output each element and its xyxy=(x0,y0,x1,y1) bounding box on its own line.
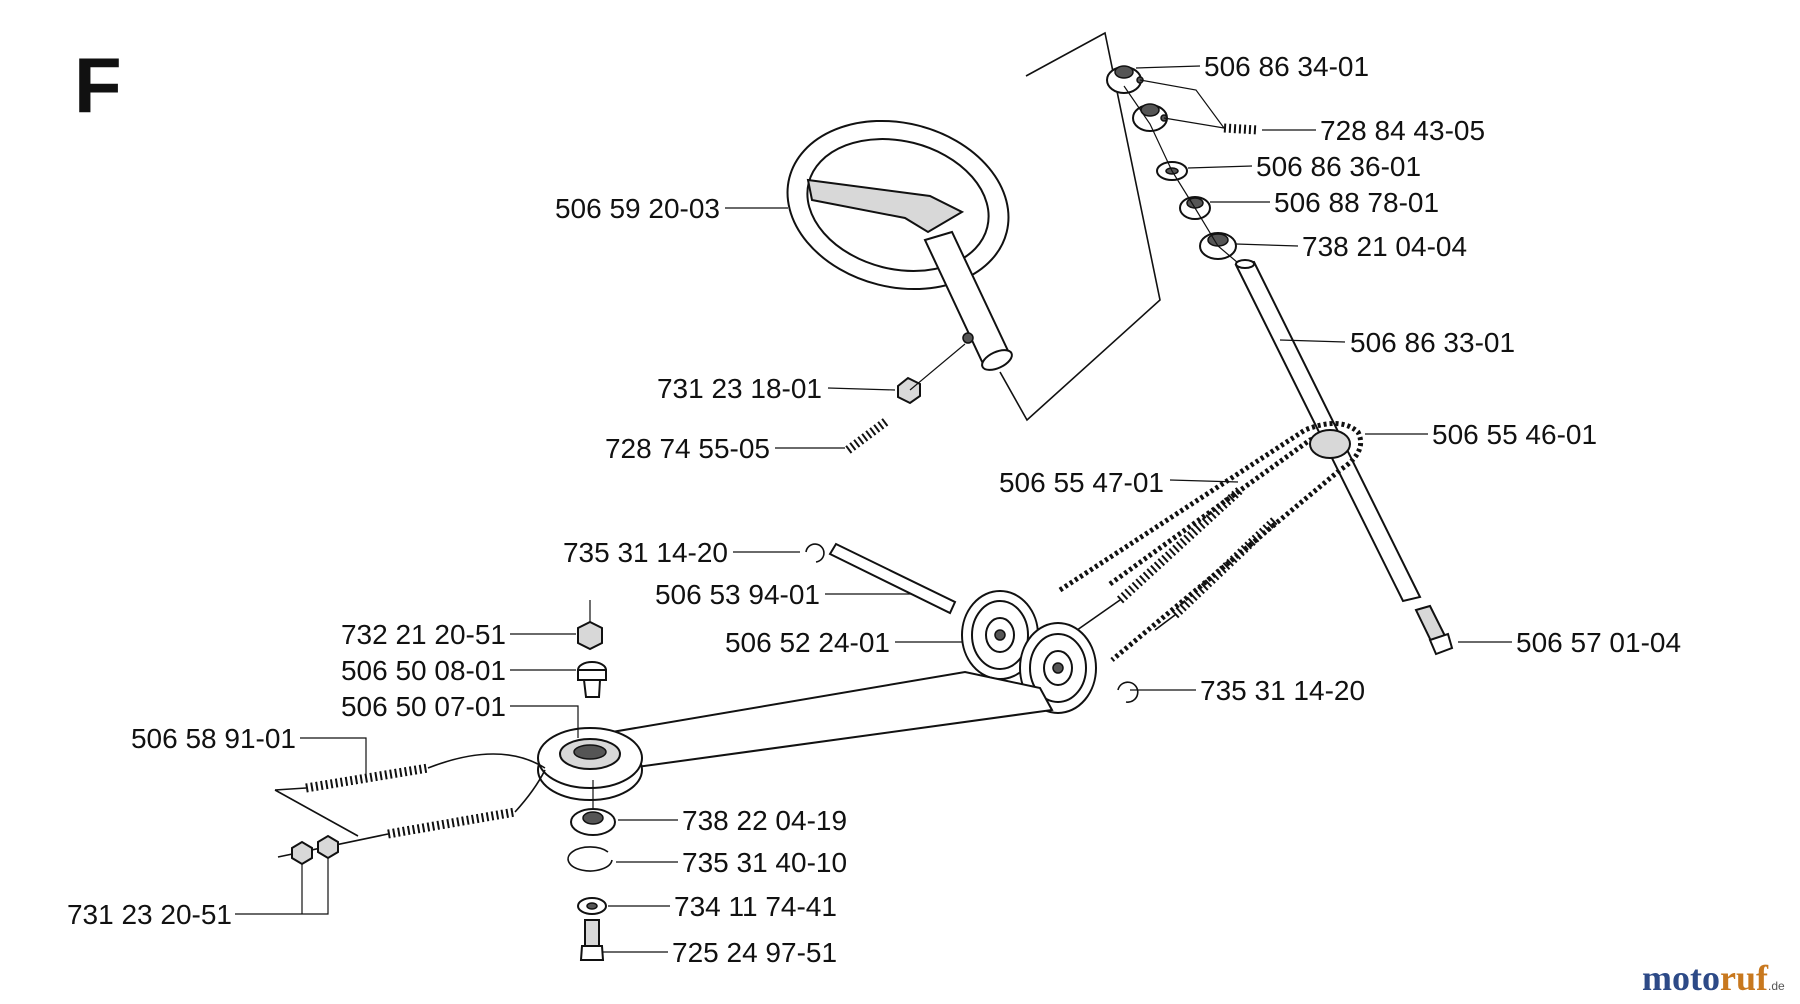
assembly-bracket xyxy=(999,31,1161,422)
leader-lines xyxy=(235,65,1512,953)
watermark-suffix: .de xyxy=(1768,979,1785,993)
part-label: 506 50 07-01 xyxy=(341,691,506,722)
tie-rod-upper xyxy=(305,763,429,793)
part-label: 732 21 20-51 xyxy=(341,619,506,650)
part-label: 728 74 55-05 xyxy=(605,433,770,464)
tie-rod-nuts xyxy=(291,834,339,866)
part-label: 738 22 04-19 xyxy=(682,805,847,836)
wheel-bolt xyxy=(845,416,891,454)
spacer xyxy=(577,661,607,698)
steering-chain xyxy=(1058,421,1364,662)
column-collar-2 xyxy=(1132,103,1168,132)
part-label: 731 23 18-01 xyxy=(657,373,822,404)
part-label: 506 86 33-01 xyxy=(1350,327,1515,358)
part-label: 506 58 91-01 xyxy=(131,723,296,754)
part-label: 738 21 04-04 xyxy=(1302,231,1467,262)
set-screw xyxy=(1223,123,1259,135)
part-label: 506 59 20-03 xyxy=(555,193,720,224)
svg-text:motoruf.de: motoruf.de xyxy=(1642,958,1785,998)
part-label: 735 31 40-10 xyxy=(682,847,847,878)
part-label: 735 31 14-20 xyxy=(563,537,728,568)
watermark-brand-b: ruf xyxy=(1720,958,1769,998)
chain-sprocket xyxy=(1309,429,1351,459)
part-label: 506 86 34-01 xyxy=(1204,51,1369,82)
section-label: F xyxy=(74,41,122,129)
pulley-rear xyxy=(961,590,1039,680)
part-label: 728 84 43-05 xyxy=(1320,115,1485,146)
flange-bearing xyxy=(537,727,643,801)
part-label: 506 57 01-04 xyxy=(1516,627,1681,658)
snap-ring xyxy=(567,846,613,872)
part-label: 725 24 97-51 xyxy=(672,937,837,968)
watermark-logo: motoruf.de xyxy=(1642,958,1785,998)
axle-clip xyxy=(805,543,825,563)
chain-rod-left xyxy=(1116,486,1244,604)
part-label: 506 52 24-01 xyxy=(725,627,890,658)
ball-bearing xyxy=(570,808,616,836)
part-label: 506 55 47-01 xyxy=(999,467,1164,498)
watermark-brand-a: moto xyxy=(1642,958,1720,998)
part-label: 506 88 78-01 xyxy=(1274,187,1439,218)
top-nut xyxy=(577,620,603,651)
part-label: 506 55 46-01 xyxy=(1432,419,1597,450)
part-label: 506 50 08-01 xyxy=(341,655,506,686)
part-label: 506 53 94-01 xyxy=(655,579,820,610)
pulley-axle xyxy=(828,542,957,615)
part-label: 735 31 14-20 xyxy=(1200,675,1365,706)
pulley-front xyxy=(1019,622,1097,714)
tie-rod-lower xyxy=(387,807,516,839)
wheel-nut xyxy=(897,376,921,405)
axle-clip-front xyxy=(1117,681,1139,703)
part-label: 731 23 20-51 xyxy=(67,899,232,930)
part-label: 734 11 74-41 xyxy=(674,891,837,922)
lower-washer xyxy=(577,897,607,915)
column-top-collar xyxy=(1106,65,1144,94)
part-label: 506 86 36-01 xyxy=(1256,151,1421,182)
steering-wheel xyxy=(786,119,1013,371)
lower-bolt xyxy=(579,919,605,961)
